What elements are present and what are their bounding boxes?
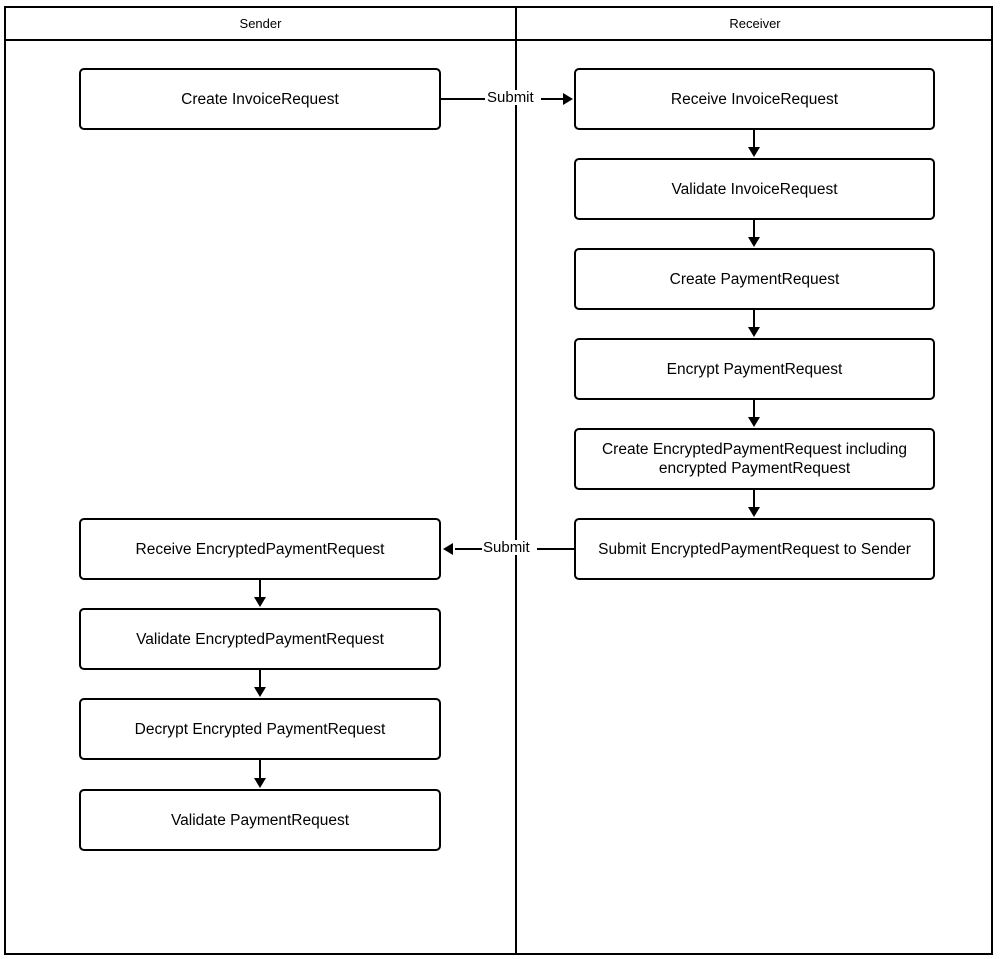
arrowhead-n7-n8 [443, 543, 453, 555]
arrowhead-n8-n9 [254, 597, 266, 607]
edge-line-n9-n10 [259, 670, 261, 688]
edge-line-n10-n11 [259, 760, 261, 779]
arrowhead-n3-n4 [748, 237, 760, 247]
edge-line-n3-n4 [753, 220, 755, 238]
edge-line-n6-n7 [753, 490, 755, 508]
arrowhead-n10-n11 [254, 778, 266, 788]
node-create-paymentrequest[interactable]: Create PaymentRequest [574, 248, 935, 310]
edge-line-n2-n3 [753, 130, 755, 148]
node-decrypt-encrypted-paymentrequest[interactable]: Decrypt Encrypted PaymentRequest [79, 698, 441, 760]
edge-line-n7-n8-right [537, 548, 574, 550]
node-validate-invoicerequest[interactable]: Validate InvoiceRequest [574, 158, 935, 220]
node-validate-paymentrequest[interactable]: Validate PaymentRequest [79, 789, 441, 851]
arrowhead-n6-n7 [748, 507, 760, 517]
edge-line-n5-n6 [753, 400, 755, 418]
edge-line-n1-n2-right [541, 98, 565, 100]
arrowhead-n1-n2 [563, 93, 573, 105]
node-validate-encryptedpaymentrequest[interactable]: Validate EncryptedPaymentRequest [79, 608, 441, 670]
lane-header-row: Sender Receiver [6, 8, 991, 41]
node-create-encryptedpaymentrequest[interactable]: Create EncryptedPaymentRequest including… [574, 428, 935, 490]
edge-line-n7-n8-left [455, 548, 482, 550]
edge-line-n1-n2-left [441, 98, 485, 100]
edge-label-submit-1: Submit [485, 89, 536, 106]
edge-line-n8-n9 [259, 580, 261, 598]
arrowhead-n2-n3 [748, 147, 760, 157]
lane-divider [515, 8, 517, 953]
arrowhead-n9-n10 [254, 687, 266, 697]
node-submit-encryptedpaymentrequest-to-sender[interactable]: Submit EncryptedPaymentRequest to Sender [574, 518, 935, 580]
edge-line-n4-n5 [753, 310, 755, 328]
node-encrypt-paymentrequest[interactable]: Encrypt PaymentRequest [574, 338, 935, 400]
node-receive-invoicerequest[interactable]: Receive InvoiceRequest [574, 68, 935, 130]
node-create-invoicerequest[interactable]: Create InvoiceRequest [79, 68, 441, 130]
lane-header-receiver: Receiver [729, 16, 781, 31]
node-receive-encryptedpaymentrequest[interactable]: Receive EncryptedPaymentRequest [79, 518, 441, 580]
edge-label-submit-2: Submit [481, 539, 532, 556]
arrowhead-n4-n5 [748, 327, 760, 337]
lane-header-sender: Sender [239, 16, 282, 31]
arrowhead-n5-n6 [748, 417, 760, 427]
